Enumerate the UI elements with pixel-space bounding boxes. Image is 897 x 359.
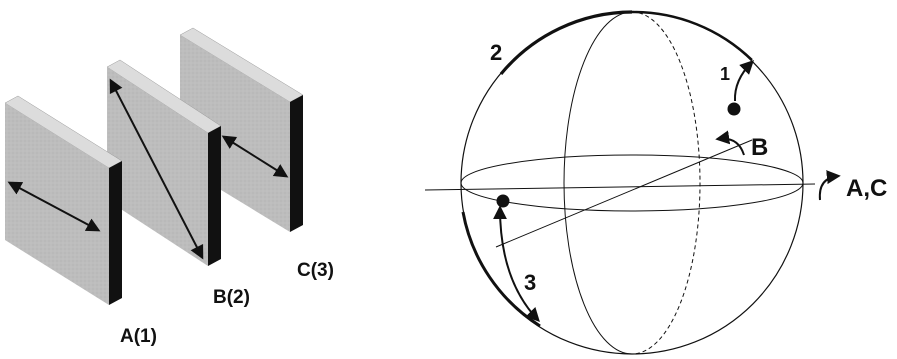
axis-ac-line: [424, 183, 816, 191]
axis-b-label: B: [751, 134, 768, 161]
axis-ac-label: A,C: [846, 175, 887, 202]
sphere-equator: [460, 154, 804, 212]
polarizer-b: [106, 59, 222, 266]
polarizer-b-axis-arrow: [109, 78, 204, 260]
arc-3-path: [493, 205, 540, 323]
state-point-lower: [496, 194, 510, 208]
polarizer-c-face: [180, 35, 290, 232]
polarizer-c-label: C(3): [297, 260, 334, 281]
arc-2: [499, 10, 633, 76]
polarizer-b-edge: [208, 126, 221, 266]
polarizer-a: [4, 95, 123, 305]
arc-1-path: [631, 10, 753, 61]
polarizer-c: [179, 27, 304, 232]
arc-3-label: 3: [524, 270, 536, 295]
polarizer-c-edge: [290, 95, 303, 232]
axis-b-line: [495, 139, 753, 248]
polarizer-a-axis-arrow: [7, 181, 101, 232]
polarizer-c-axis-arrow: [221, 135, 289, 178]
arc-3-outline-segment: [461, 211, 541, 328]
arc-2-label: 2: [490, 40, 502, 65]
axis-ac-rotation-arrow: [818, 170, 841, 201]
polarizer-a-label: A(1): [120, 326, 157, 347]
sphere-meridian-back: [631, 11, 701, 355]
polarizer-a-edge: [109, 161, 122, 305]
axis-b-rotation-arrow: [715, 130, 745, 156]
polarizer-b-label: B(2): [213, 287, 250, 308]
arc-1-label: 1: [720, 64, 730, 84]
state-point-upper: [727, 102, 741, 116]
sphere-meridian-front: [563, 11, 633, 355]
polarizer-group: A(1) B(2) C(3): [4, 27, 334, 347]
poincare-sphere: A,C B 2 1 3: [424, 10, 887, 355]
arc-1-arrow: [733, 60, 754, 102]
